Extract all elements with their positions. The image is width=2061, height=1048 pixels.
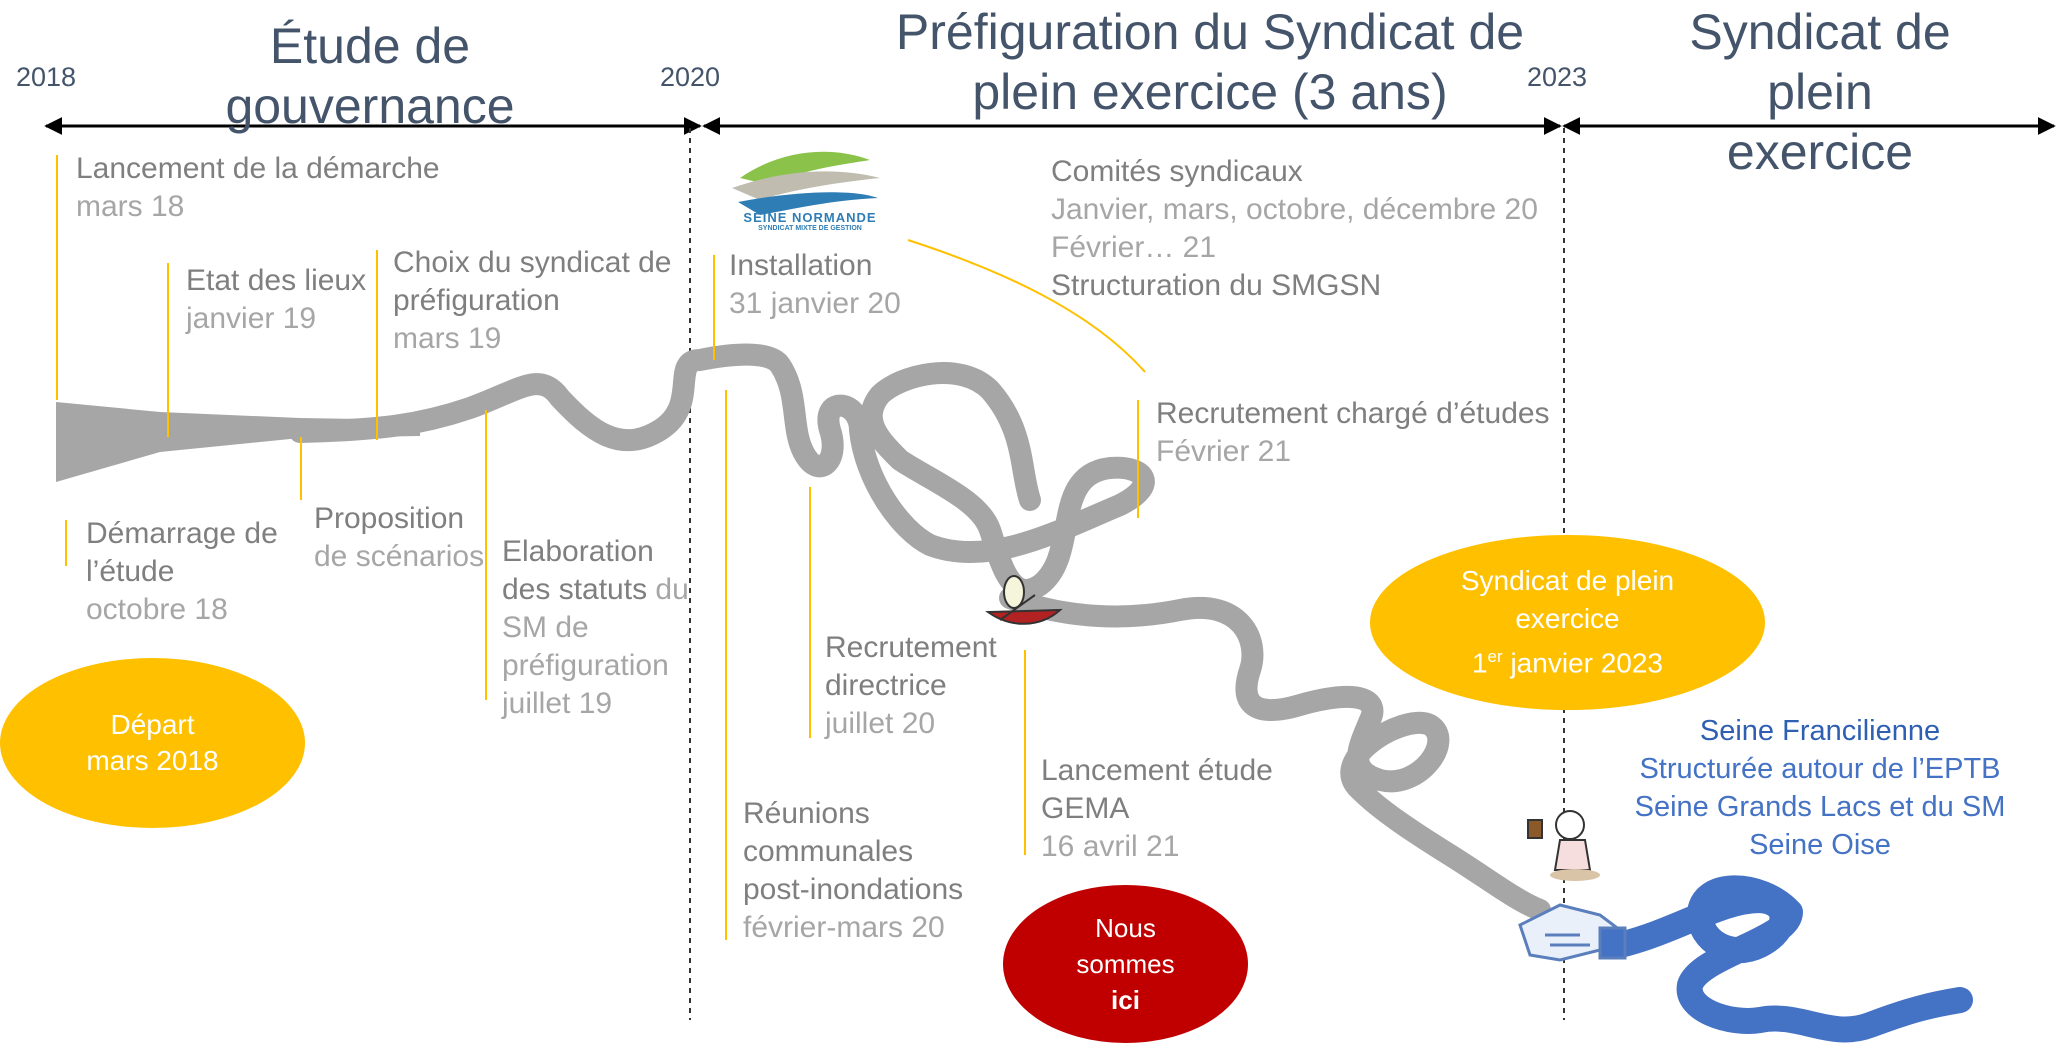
oval-plein-exercice: Syndicat de plein exercice 1er janvier 2… xyxy=(1370,535,1765,710)
river-grey-lower xyxy=(999,587,1551,921)
milestone-recrutement-directrice: Recrutement directrice juillet 20 xyxy=(825,629,997,743)
milestone-elab-l2: des statuts du xyxy=(502,571,689,609)
milestone-recrutement-ce: Recrutement chargé d’études Février 21 xyxy=(1156,395,1550,471)
milestone-elab-date: juillet 19 xyxy=(502,687,613,720)
year-2018: 2018 xyxy=(16,62,77,92)
milestone-lancement: Lancement de la démarche mars 18 xyxy=(76,150,440,226)
seine-francilienne-l3: Seine Grands Lacs et du SM xyxy=(1634,791,2006,823)
year-2020: 2020 xyxy=(660,62,721,92)
connectors xyxy=(56,155,1146,940)
oval-depart: Départ mars 2018 xyxy=(0,658,305,828)
milestone-recrut-dir-date: juillet 20 xyxy=(825,707,936,740)
milestone-proposition-l1: Proposition xyxy=(314,502,465,535)
seine-francilienne-l2: Structurée autour de l’EPTB xyxy=(1639,753,2001,785)
milestone-lancement-date: mars 18 xyxy=(76,190,185,223)
oval-plein-l1: Syndicat de plein xyxy=(1460,565,1675,597)
oval-depart-title: Départ xyxy=(110,709,195,740)
runner-icon xyxy=(1527,810,1600,881)
phase-title-plein-exercice-l1: Syndicat de plein xyxy=(1689,4,1951,120)
milestone-elab-l1: Elaboration xyxy=(502,535,654,568)
milestone-installation: Installation 31 janvier 20 xyxy=(729,247,901,323)
milestone-demarrage: Démarrage de l’étude octobre 18 xyxy=(86,515,278,629)
milestone-elab-l3: SM de xyxy=(502,611,589,644)
river-source xyxy=(56,402,420,482)
seine-francilienne-title: Seine Francilienne xyxy=(1699,715,1941,747)
milestone-elab-l2a: des statuts xyxy=(502,573,648,606)
seine-francilienne-l4: Seine Oise xyxy=(1749,829,1891,861)
milestone-choix-title-l2: préfiguration xyxy=(393,284,560,317)
milestone-recrut-dir-l2: directrice xyxy=(825,669,947,702)
milestone-reunions-l2: communales xyxy=(743,835,914,868)
river-blue xyxy=(1607,875,1973,1043)
milestone-etat-date: janvier 19 xyxy=(186,302,317,335)
oval-plein-date: 1er janvier 2023 xyxy=(1472,638,1663,682)
milestone-etat-title: Etat des lieux xyxy=(186,264,367,297)
milestone-installation-title: Installation xyxy=(729,249,873,282)
oval-depart-date: mars 2018 xyxy=(86,745,219,776)
milestone-proposition: Proposition de scénarios xyxy=(314,500,484,576)
milestone-choix-date: mars 19 xyxy=(393,322,502,355)
milestone-etat-des-lieux: Etat des lieux janvier 19 xyxy=(186,262,366,338)
milestone-comites-l3: Février… 21 xyxy=(1051,231,1217,264)
milestone-reunions-date: février-mars 20 xyxy=(743,911,945,944)
milestone-demarrage-date: octobre 18 xyxy=(86,593,228,626)
year-2023: 2023 xyxy=(1527,62,1588,92)
milestone-reunions: Réunions communales post-inondations fév… xyxy=(743,795,963,947)
milestone-demarrage-l1: Démarrage de xyxy=(86,517,278,550)
oval-plein-date-pre: 1 xyxy=(1471,647,1488,679)
oval-nous-sommes-ici: Nous sommes ici xyxy=(1003,885,1248,1043)
milestone-elab-l4: préfiguration xyxy=(502,649,669,682)
phase-title-etude: Étude de gouvernance xyxy=(225,18,515,134)
milestone-lancement-title: Lancement de la démarche xyxy=(76,152,440,185)
phase-title-plein-exercice-l2: exercice xyxy=(1726,124,1914,180)
milestone-recrut-ce-title: Recrutement chargé d’études xyxy=(1156,397,1550,430)
milestone-demarrage-l2: l’étude xyxy=(86,555,175,588)
oval-plein-l2: exercice xyxy=(1515,603,1620,635)
milestone-gema-l1: Lancement étude xyxy=(1041,754,1273,787)
milestone-elab-l2b: du xyxy=(647,573,689,606)
milestone-elaboration: Elaboration des statuts du SM de préfigu… xyxy=(502,533,689,723)
phase-title-prefiguration: Préfiguration du Syndicat de plein exerc… xyxy=(810,2,1610,122)
milestone-installation-date: 31 janvier 20 xyxy=(729,287,901,320)
seine-normande-logo xyxy=(732,151,880,215)
milestone-comites: Comités syndicaux Janvier, mars, octobre… xyxy=(1051,153,1538,305)
phase-title-plein-exercice: Syndicat de plein exercice xyxy=(1630,2,2010,182)
milestone-proposition-l2: de scénarios xyxy=(314,540,485,573)
milestone-comites-l4: Structuration du SMGSN xyxy=(1051,269,1382,302)
oval-nous-l1: Nous xyxy=(1095,913,1156,943)
milestone-gema: Lancement étude GEMA 16 avril 21 xyxy=(1041,752,1273,866)
phase-title-prefiguration-l2: plein exercice (3 ans) xyxy=(972,64,1448,120)
logo-text: SEINE NORMANDE SYNDICAT MIXTE DE GESTION xyxy=(740,210,880,232)
oval-nous-l3: ici xyxy=(1111,985,1140,1015)
oval-plein-date-sup: er xyxy=(1487,647,1503,667)
milestone-recrut-dir-l1: Recrutement xyxy=(825,631,997,664)
logo-line2: SYNDICAT MIXTE DE GESTION xyxy=(758,225,862,232)
milestone-choix-title-l1: Choix du syndicat de xyxy=(393,246,672,279)
logo-line1: SEINE NORMANDE xyxy=(743,210,877,225)
milestone-reunions-l1: Réunions xyxy=(743,797,870,830)
canoe-icon xyxy=(985,575,1063,625)
milestone-recrut-ce-date: Février 21 xyxy=(1156,435,1292,468)
seine-francilienne-block: Seine Francilienne Structurée autour de … xyxy=(1620,712,2020,864)
milestone-choix-syndicat: Choix du syndicat de préfiguration mars … xyxy=(393,244,672,358)
phase-title-prefiguration-l1: Préfiguration du Syndicat de xyxy=(895,4,1525,60)
milestone-comites-title: Comités syndicaux xyxy=(1051,155,1303,188)
milestone-reunions-l3: post-inondations xyxy=(743,873,964,906)
oval-nous-l2: sommes xyxy=(1076,949,1175,979)
milestone-gema-l2: GEMA xyxy=(1041,792,1130,825)
milestone-comites-l2: Janvier, mars, octobre, décembre 20 xyxy=(1051,193,1538,226)
oval-plein-date-post: janvier 2023 xyxy=(1502,647,1664,679)
handshake-icon xyxy=(1518,903,1627,962)
milestone-gema-date: 16 avril 21 xyxy=(1041,830,1180,863)
river-grey xyxy=(289,343,1155,601)
